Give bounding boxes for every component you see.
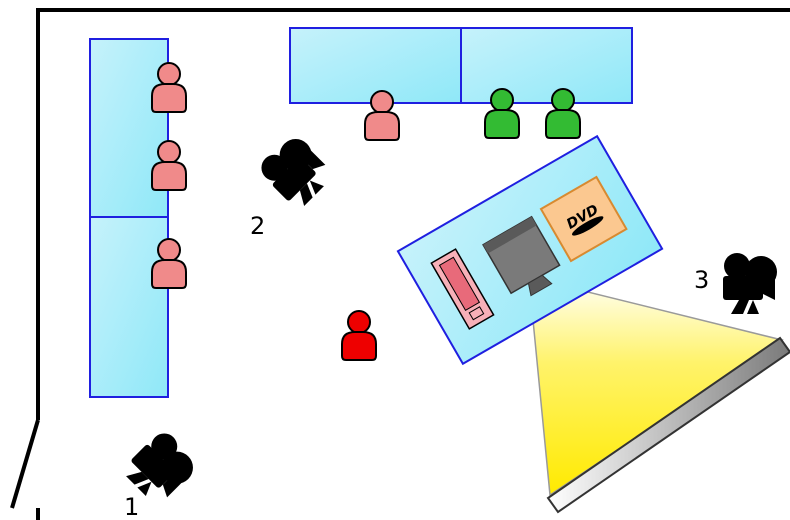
camera-2	[255, 130, 337, 212]
left-table-lower	[89, 216, 169, 398]
camera-2-label: 2	[250, 212, 265, 240]
camera-3	[723, 253, 777, 314]
top-table-group	[289, 27, 633, 104]
room-walls	[10, 8, 790, 520]
video-camera-icon	[723, 253, 777, 314]
equipment-table: DVD	[396, 134, 664, 366]
top-table-right	[460, 27, 633, 104]
laptop-icon	[430, 248, 495, 330]
presenter-person-icon	[341, 310, 377, 361]
dvd-icon: DVD	[539, 175, 628, 263]
projection-screen	[546, 336, 790, 514]
left-table-group	[89, 38, 169, 398]
projector-icon	[482, 215, 561, 297]
camera-3-label: 3	[694, 266, 709, 294]
projection-light-cone	[532, 291, 784, 497]
top-table-left	[289, 27, 462, 104]
camera-1-label: 1	[124, 493, 139, 520]
video-camera-icon	[255, 130, 337, 212]
